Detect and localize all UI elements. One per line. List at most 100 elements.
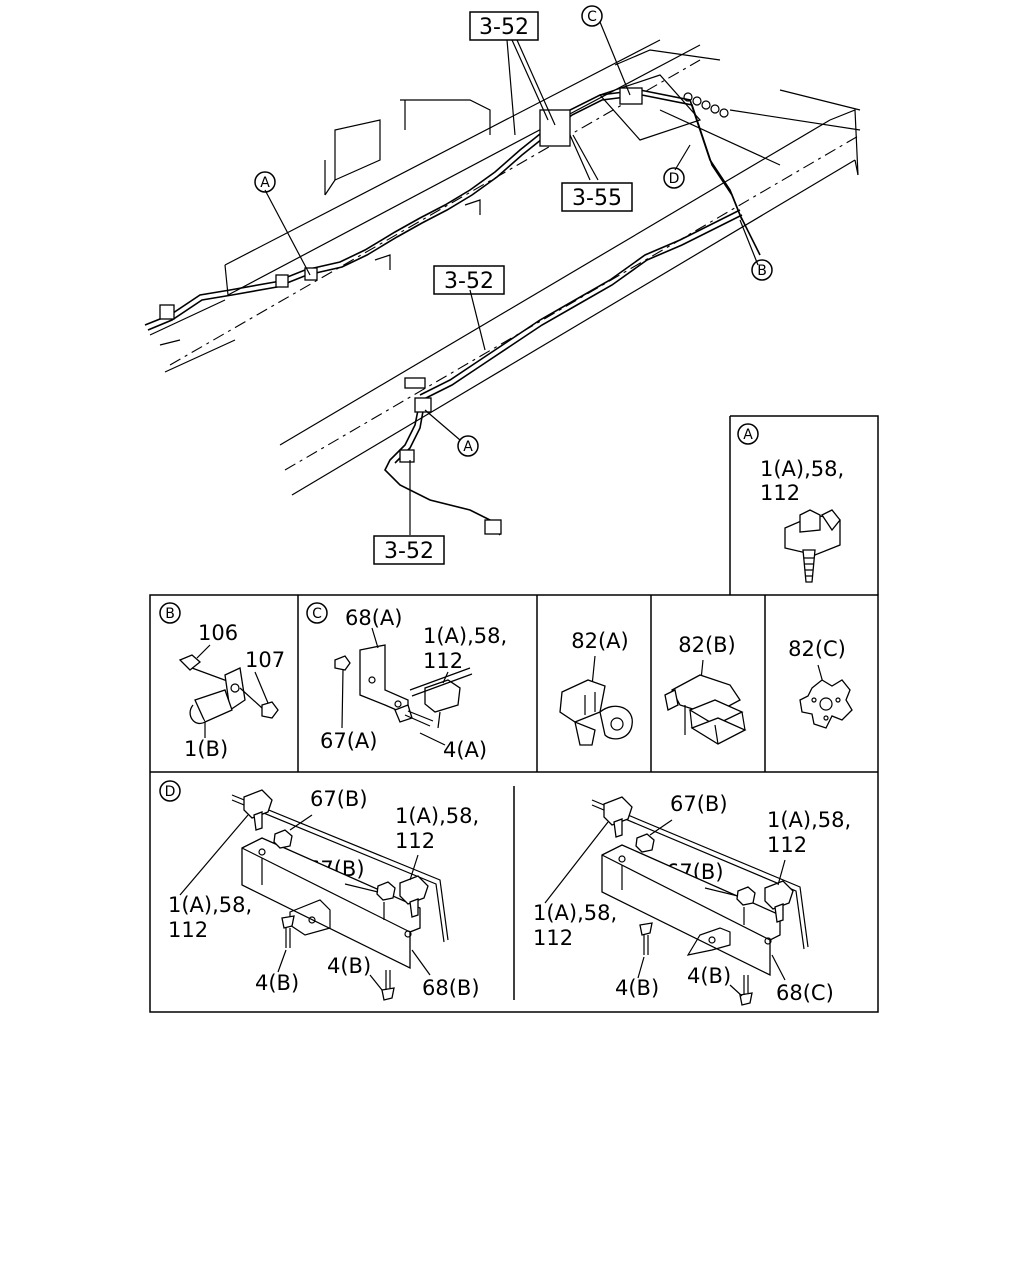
brake-pipes <box>144 89 761 536</box>
right-clip-left-line2: 112 <box>533 926 573 950</box>
ref-box-3-52-top[interactable]: 3-52 <box>469 11 539 41</box>
nut-67a-drawing <box>334 655 351 729</box>
callout-a-mid[interactable]: A <box>457 435 479 457</box>
panel-b-tag-label: B <box>165 606 175 622</box>
right-bolt-1-drawing <box>639 922 653 955</box>
callout-b-top-label: B <box>757 263 767 279</box>
right-clip-b-drawing <box>764 880 794 923</box>
right-nut-1-drawing <box>635 833 655 853</box>
callout-c-top[interactable]: C <box>581 5 603 27</box>
right-clip-right-line2: 112 <box>767 833 807 857</box>
right-pipe-drawing <box>591 799 809 950</box>
panel-82b: 82(B) <box>664 633 747 745</box>
pipe-clamps <box>159 87 643 535</box>
detail-panels-frame <box>149 415 879 1013</box>
ref-box-3-52-bottom[interactable]: 3-52 <box>373 535 445 565</box>
panel-b: B 106 107 1(B) <box>159 602 285 761</box>
left-nut-1-drawing <box>273 829 293 849</box>
left-bolt-2-drawing <box>381 970 395 1001</box>
panel-82a: 82(A) <box>559 629 633 746</box>
right-bolt-2-drawing <box>739 975 753 1006</box>
clip-82b-drawing <box>664 674 747 745</box>
left-clip-left-line2: 112 <box>168 918 208 942</box>
left-pipe-drawing <box>231 794 449 943</box>
callout-a-top-label: A <box>260 175 270 191</box>
panel-c: C 68(A) 1(A),58, 112 67(A) 4(A) <box>306 602 507 762</box>
left-clip-b-drawing <box>399 875 429 918</box>
ref-3-52-bottom-label: 3-52 <box>384 539 434 564</box>
right-part-68c-label: 68(C) <box>776 981 834 1005</box>
ref-3-55-label: 3-55 <box>572 186 622 211</box>
right-leaders <box>544 819 786 997</box>
left-leaders <box>179 814 431 991</box>
panel-d-tag-label: D <box>165 784 176 800</box>
left-clip-a-drawing <box>243 789 273 831</box>
right-part-67b-1-label: 67(B) <box>670 792 728 816</box>
right-clip-left-line1: 1(A),58, <box>533 901 617 925</box>
left-part-4b-2-label: 4(B) <box>327 954 371 978</box>
right-nut-2-drawing <box>736 886 756 906</box>
panel-a-part-line2: 112 <box>760 481 800 505</box>
panel-c-tag-label: C <box>312 606 322 622</box>
panel-a: A 1(A),58, 112 <box>737 423 844 583</box>
right-clip-right-line1: 1(A),58, <box>767 808 851 832</box>
panel-c-part-line1: 1(A),58, <box>423 624 507 648</box>
panel-a-tag-label: A <box>743 427 753 443</box>
right-part-4b-2-label: 4(B) <box>687 964 731 988</box>
part-82c-label: 82(C) <box>788 637 846 661</box>
right-bracket-drawing <box>601 844 781 977</box>
ref-3-52-top-label: 3-52 <box>479 15 529 40</box>
panel-d-right: 67(B) 1(A),58, 112 67(B) 1(A),58, 112 4(… <box>533 792 851 1006</box>
panel-c-part-line2: 112 <box>423 649 463 673</box>
bolt-106-drawing <box>178 644 231 683</box>
part-82b-label: 82(B) <box>678 633 736 657</box>
left-part-68b-label: 68(B) <box>422 976 480 1000</box>
left-clip-right-line1: 1(A),58, <box>395 804 479 828</box>
ref-3-52-mid-label: 3-52 <box>444 269 494 294</box>
clip-82c-drawing <box>799 679 853 729</box>
top-leader-lines <box>264 21 759 535</box>
clip-1a-drawing <box>784 509 841 583</box>
part-1b-label: 1(B) <box>184 737 228 761</box>
left-part-4b-1-label: 4(B) <box>255 971 299 995</box>
panel-d-left: 67(B) 1(A),58, 112 67(B) 1(A),58, 112 4(… <box>168 787 480 1001</box>
right-clip-a-drawing <box>603 796 633 838</box>
part-106-label: 106 <box>198 621 238 645</box>
callout-a-top[interactable]: A <box>254 171 276 193</box>
callout-c-top-label: C <box>587 9 597 25</box>
chassis-frame-drawing <box>149 39 861 496</box>
ref-box-3-52-mid[interactable]: 3-52 <box>433 265 505 295</box>
right-part-4b-1-label: 4(B) <box>615 976 659 1000</box>
callout-b-top[interactable]: B <box>751 259 773 281</box>
left-clip-left-line1: 1(A),58, <box>168 893 252 917</box>
ref-box-3-55[interactable]: 3-55 <box>561 182 633 212</box>
bracket-1b-drawing <box>189 667 246 738</box>
left-nut-2-drawing <box>376 881 396 901</box>
part-68a-label: 68(A) <box>345 606 402 630</box>
part-67a-label: 67(A) <box>320 729 377 753</box>
panel-a-tag: A <box>737 423 759 445</box>
panel-b-tag: B <box>159 602 181 624</box>
left-clip-right-line2: 112 <box>395 829 435 853</box>
panel-d-tag: D <box>159 780 181 802</box>
clip-82a-drawing <box>559 679 633 746</box>
part-107-label: 107 <box>245 648 285 672</box>
left-bracket-drawing <box>241 837 421 970</box>
part-82a-label: 82(A) <box>571 629 628 653</box>
panel-a-part-line1: 1(A),58, <box>760 457 844 481</box>
panel-c-tag: C <box>306 602 328 624</box>
panel-d: D 67(B) 1(A),58, 112 67(B) 1(A),58, 112 … <box>159 780 851 1006</box>
part-4a-label: 4(A) <box>443 738 487 762</box>
left-part-67b-1-label: 67(B) <box>310 787 368 811</box>
callout-d-top[interactable]: D <box>663 167 685 189</box>
panel-82c: 82(C) <box>788 637 853 729</box>
callout-d-top-label: D <box>669 171 680 187</box>
bolt-4a-drawing <box>394 704 446 746</box>
left-bolt-1-drawing <box>281 915 295 948</box>
nut-107-drawing <box>239 671 279 719</box>
clip-1a-c-drawing <box>409 667 473 729</box>
frame-holes <box>683 92 729 118</box>
bracket-68a-drawing <box>359 627 409 716</box>
callout-a-mid-label: A <box>463 439 473 455</box>
